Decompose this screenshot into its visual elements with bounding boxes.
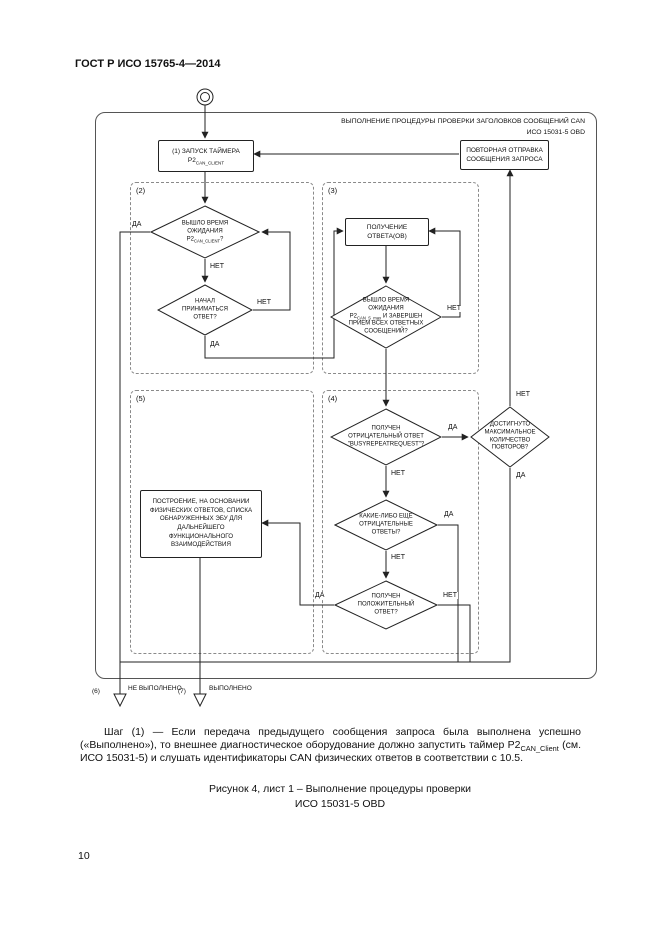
offpage-connector-7 bbox=[193, 693, 207, 708]
figure-caption-line1: Рисунок 4, лист 1 – Выполнение процедуры… bbox=[208, 783, 472, 795]
positive-response-diamond-text: ПОЛУЧЕН ПОЛОЖИТЕЛЬНЫЙ ОТВЕТ? bbox=[357, 593, 415, 615]
max-repeats-diamond-text: ДОСТИГНУТО МАКСИМАЛЬНОЕ КОЛИЧЕСТВО ПОВТО… bbox=[484, 421, 536, 451]
edge-label-no-maxrepeat: НЕТ bbox=[515, 391, 531, 398]
all-responses-diamond: ВЫШЛО ВРЕМЯ ОЖИДАНИЯ P2CAN_S_max И ЗАВЕР… bbox=[330, 285, 442, 349]
edge-label-yes-busy: ДА bbox=[447, 424, 459, 431]
edge-label-yes-othernegative: ДА bbox=[443, 511, 455, 518]
figure-caption: Рисунок 4, лист 1 – Выполнение процедуры… bbox=[80, 782, 600, 812]
start-timer-box: (1) ЗАПУСК ТАЙМЕРА P2CAN_CLIENT bbox=[158, 140, 254, 172]
other-negative-diamond-text: КАКИЕ-ЛИБО ЕЩЕ ОТРИЦАТЕЛЬНЫЕ ОТВЕТЫ? bbox=[359, 513, 413, 535]
edge-label-no-busy: НЕТ bbox=[390, 470, 406, 477]
edge-label-no-started: НЕТ bbox=[256, 299, 272, 306]
diagram-title-line1: ВЫПОЛНЕНИЕ ПРОЦЕДУРЫ ПРОВЕРКИ ЗАГОЛОВКОВ… bbox=[341, 118, 585, 125]
edge-label-no-othernegative: НЕТ bbox=[390, 554, 406, 561]
document-header: ГОСТ Р ИСО 15765-4—2014 bbox=[75, 58, 221, 70]
busy-repeat-diamond-text: ПОЛУЧЕН ОТРИЦАТЕЛЬНЫЙ ОТВЕТ "BUSYREPEATR… bbox=[347, 425, 425, 447]
resend-request-box: ПОВТОРНАЯ ОТПРАВКА СООБЩЕНИЯ ЗАПРОСА bbox=[460, 140, 549, 170]
edge-label-no-timeout: НЕТ bbox=[209, 263, 225, 270]
start-timer-line1: (1) ЗАПУСК ТАЙМЕРА bbox=[172, 147, 240, 155]
response-started-diamond: НАЧАЛ ПРИНИМАТЬСЯ ОТВЕТ? bbox=[157, 284, 253, 336]
exit-not-done-label: НЕ ВЫПОЛНЕНО bbox=[128, 685, 182, 692]
region-5-label: (5) bbox=[136, 394, 146, 403]
region-2-label: (2) bbox=[136, 186, 146, 195]
start-timer-line2: P2CAN_CLIENT bbox=[187, 157, 225, 166]
exit-6-number: (6) bbox=[92, 688, 100, 695]
all-responses-diamond-text: ВЫШЛО ВРЕМЯ ОЖИДАНИЯ P2CAN_S_max И ЗАВЕР… bbox=[348, 297, 424, 335]
region-4-label: (4) bbox=[328, 394, 338, 403]
other-negative-diamond: КАКИЕ-ЛИБО ЕЩЕ ОТРИЦАТЕЛЬНЫЕ ОТВЕТЫ? bbox=[334, 499, 438, 551]
start-connector-circle bbox=[196, 88, 214, 106]
edge-label-yes-maxrepeat: ДА bbox=[515, 472, 527, 479]
offpage-connector-6 bbox=[113, 693, 127, 708]
build-ecu-list-box: ПОСТРОЕНИЕ, НА ОСНОВАНИИ ФИЗИЧЕСКИХ ОТВЕ… bbox=[140, 490, 262, 558]
receive-responses-box: ПОЛУЧЕНИЕ ОТВЕТА(ОВ) bbox=[345, 218, 429, 246]
figure-caption-line2: ИСО 15031-5 OBD bbox=[294, 798, 386, 811]
diagram-title-line2: ИСО 15031-5 OBD bbox=[526, 128, 585, 136]
exit-7-number: (7) bbox=[178, 688, 186, 695]
page-number: 10 bbox=[78, 850, 90, 862]
busy-repeat-diamond: ПОЛУЧЕН ОТРИЦАТЕЛЬНЫЙ ОТВЕТ "BUSYREPEATR… bbox=[330, 408, 442, 466]
flowchart-frame bbox=[95, 112, 597, 679]
start-connector-circle-inner bbox=[200, 92, 210, 102]
exit-done-label: ВЫПОЛНЕНО bbox=[209, 685, 252, 692]
diagram-title: ВЫПОЛНЕНИЕ ПРОЦЕДУРЫ ПРОВЕРКИ ЗАГОЛОВКОВ… bbox=[250, 117, 585, 138]
edge-label-yes-timeout: ДА bbox=[131, 221, 143, 228]
region-3-label: (3) bbox=[328, 186, 338, 195]
positive-response-diamond: ПОЛУЧЕН ПОЛОЖИТЕЛЬНЫЙ ОТВЕТ? bbox=[334, 580, 438, 630]
edge-label-yes-positive: ДА bbox=[314, 592, 326, 599]
edge-label-no-alldone: НЕТ bbox=[446, 305, 462, 312]
edge-label-yes-started: ДА bbox=[209, 341, 221, 348]
response-started-diamond-text: НАЧАЛ ПРИНИМАТЬСЯ ОТВЕТ? bbox=[182, 298, 228, 320]
timeout-diamond-text: ВЫШЛО ВРЕМЯ ОЖИДАНИЯ P2CAN_CLIENT? bbox=[181, 220, 229, 244]
timeout-diamond: ВЫШЛО ВРЕМЯ ОЖИДАНИЯ P2CAN_CLIENT? bbox=[150, 205, 260, 259]
step1-paragraph: Шаг (1) — Если передача предыдущего сооб… bbox=[80, 726, 581, 765]
max-repeats-diamond: ДОСТИГНУТО МАКСИМАЛЬНОЕ КОЛИЧЕСТВО ПОВТО… bbox=[470, 406, 550, 468]
edge-label-no-positive: НЕТ bbox=[442, 592, 458, 599]
